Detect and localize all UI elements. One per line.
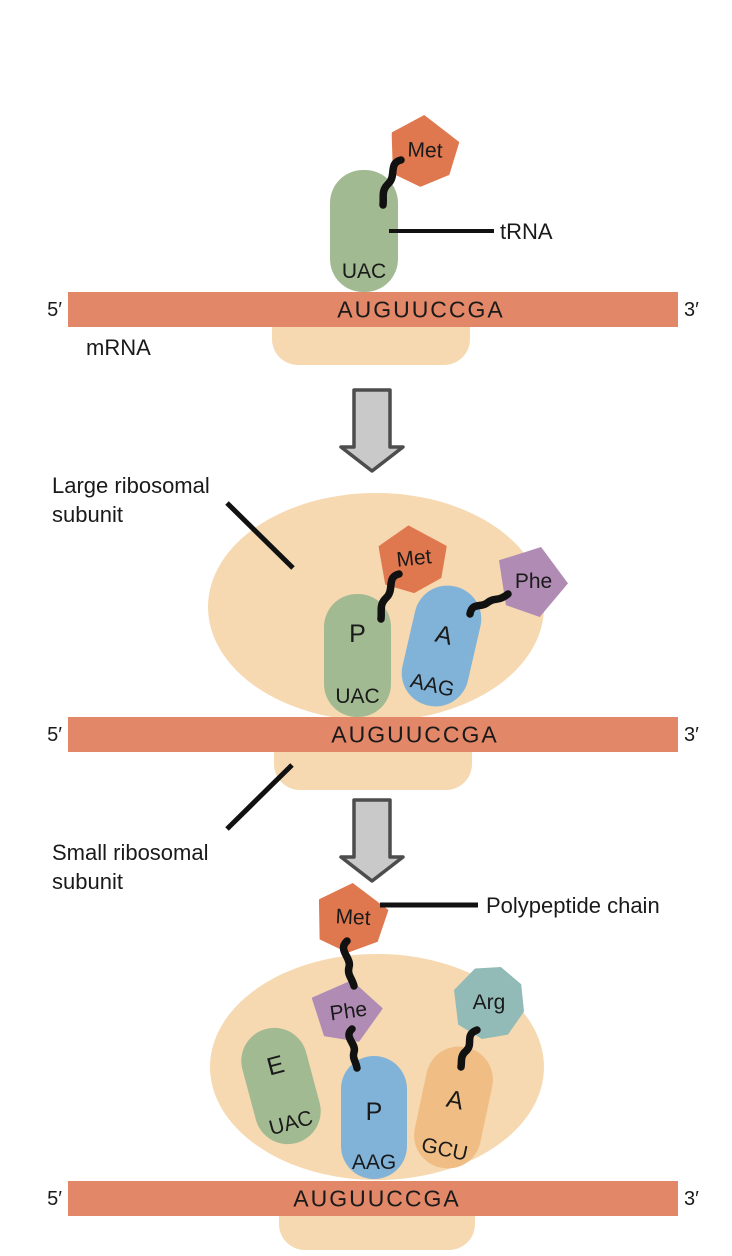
three-prime-label: 3′ (684, 299, 699, 321)
anticodon-label: AAG (351, 1151, 397, 1174)
mrna-strand: AUGUUCCGA (68, 717, 678, 752)
small-subunit-label: Small ribosomal subunit (52, 840, 209, 894)
mrna-label: mRNA (86, 335, 151, 360)
met-amino-acid: Met (390, 114, 460, 188)
mrna-strand: AUGUUCCGA (68, 1181, 678, 1216)
site-letter: P (349, 620, 366, 648)
met-amino-acid: Met (316, 881, 390, 955)
mrna-strand: AUGUUCCGA (68, 292, 678, 327)
five-prime-label: 5′ (47, 1188, 62, 1210)
trna-label: tRNA (500, 219, 553, 244)
p-site-trna: P UAC (324, 594, 391, 717)
amino-acid-label: Phe (514, 570, 553, 593)
mrna-sequence: AUGUUCCGA (293, 1185, 461, 1211)
amino-acid-label: Met (407, 138, 443, 163)
three-prime-label: 3′ (684, 1188, 699, 1210)
step-arrow-1 (339, 388, 405, 473)
anticodon-label: UAC (341, 260, 387, 283)
mrna-sequence: AUGUUCCGA (331, 721, 499, 747)
mrna-sequence: AUGUUCCGA (337, 296, 505, 322)
p-site-trna: P AAG (341, 1056, 407, 1179)
initiator-trna: UAC (330, 170, 398, 292)
amino-acid-label: Met (334, 905, 372, 930)
anticodon-label: UAC (335, 685, 380, 708)
small-ribosomal-subunit-partial (274, 752, 472, 790)
small-ribosomal-subunit-partial (272, 327, 470, 365)
five-prime-label: 5′ (47, 724, 62, 746)
five-prime-label: 5′ (47, 299, 62, 321)
amino-acid-label: Arg (472, 991, 506, 1014)
site-letter: E (263, 1050, 288, 1082)
site-letter: A (443, 1084, 467, 1116)
large-subunit-label: Large ribosomal subunit (52, 473, 210, 527)
step-arrow-2 (339, 798, 405, 883)
site-letter: A (432, 619, 456, 651)
polypeptide-chain-label: Polypeptide chain (486, 893, 660, 918)
three-prime-label: 3′ (684, 724, 699, 746)
site-letter: P (365, 1098, 383, 1126)
small-ribosomal-subunit-partial (279, 1216, 475, 1250)
